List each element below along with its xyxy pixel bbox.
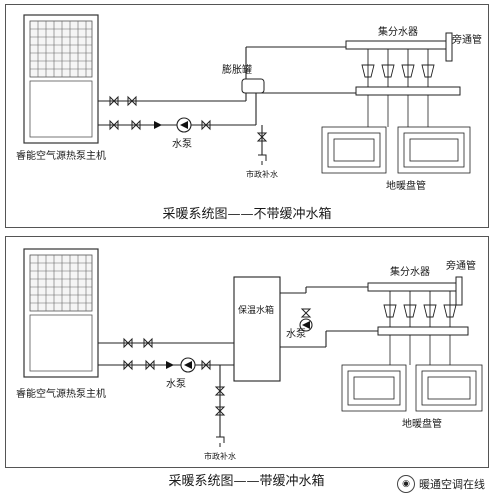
water-pump-label: 水泵 <box>166 378 186 390</box>
manifold-branches <box>361 49 435 87</box>
diagram-with-buffer-tank: 睿能空气源热泵主机 保温水箱 水泵 <box>16 248 483 461</box>
expansion-tank-label: 膨胀罐 <box>222 63 252 76</box>
watermark-text: 暖通空调在线 <box>419 478 485 491</box>
heat-pump-unit <box>23 14 99 144</box>
valves <box>109 95 268 142</box>
faucet-icon <box>216 436 225 447</box>
secondary-pump-label: 水泵 <box>286 328 306 340</box>
diagram-panel-with-buffer-tank: 睿能空气源热泵主机 保温水箱 水泵 <box>5 236 489 468</box>
floor-heating-coils <box>341 335 483 412</box>
manifold-label: 集分水器 <box>390 265 430 278</box>
valves <box>123 308 312 416</box>
expansion-tank <box>241 78 265 94</box>
municipal-water-label: 市政补水 <box>246 169 278 179</box>
heat-pump-label: 睿能空气源热泵主机 <box>16 149 106 162</box>
watermark: ◉ 暖通空调在线 <box>397 474 485 494</box>
bypass-valve-label: 旁通管 <box>452 33 482 46</box>
bottom-caption: 采暖系统图——带缓冲水箱 <box>168 474 325 489</box>
check-valve-icon <box>154 121 162 129</box>
heat-pump-unit <box>23 248 99 378</box>
municipal-water-label: 市政补水 <box>204 451 236 461</box>
diagram-panel-no-buffer-tank: 睿能空气源热泵主机 水泵 膨胀罐 <box>5 4 489 228</box>
heat-pump-label: 睿能空气源热泵主机 <box>16 387 106 400</box>
floor-coil-label: 地暖盘管 <box>402 417 442 430</box>
supply-return-pipes <box>98 46 356 155</box>
floor-heating-coils <box>321 95 471 174</box>
storage-tank <box>233 276 281 382</box>
storage-tank-label: 保温水箱 <box>238 304 274 316</box>
diagram-no-buffer-tank: 睿能空气源热泵主机 水泵 膨胀罐 <box>16 14 482 192</box>
wechat-logo-icon: ◉ <box>397 475 415 493</box>
manifold <box>367 276 469 336</box>
manifold <box>345 32 461 96</box>
faucet-icon <box>258 154 267 165</box>
check-valve-icon <box>166 361 174 369</box>
bypass-valve-label: 旁通管 <box>446 259 476 272</box>
primary-pipes <box>98 286 378 437</box>
caption: 采暖系统图——不带缓冲水箱 <box>162 207 332 222</box>
manifold-label: 集分水器 <box>378 25 418 38</box>
manifold-branches <box>383 291 457 327</box>
floor-coil-label: 地暖盘管 <box>386 179 426 192</box>
water-pump-label: 水泵 <box>172 138 192 150</box>
